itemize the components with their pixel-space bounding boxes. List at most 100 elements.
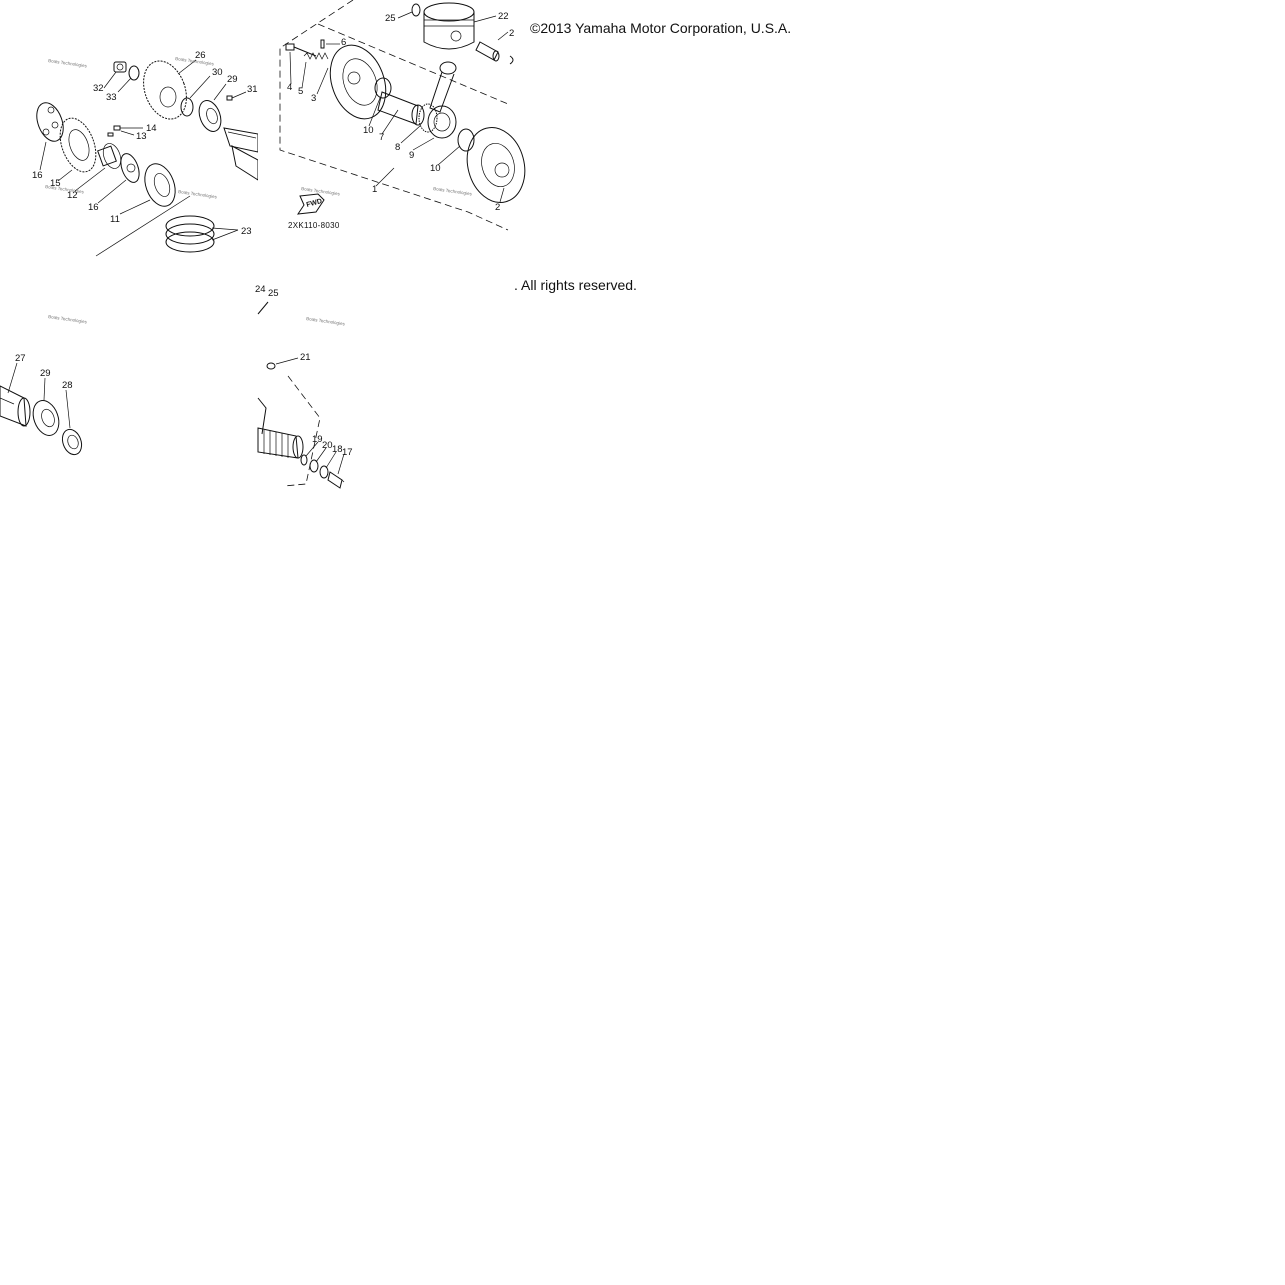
callout-4: 4 xyxy=(287,82,292,93)
part-2-crank-web xyxy=(466,127,526,203)
callout-16: 16 xyxy=(32,170,43,181)
part-8-needle-bearing xyxy=(418,103,438,133)
part-11-bearing xyxy=(144,163,176,207)
part-10-washer xyxy=(374,77,392,99)
part-15-gear xyxy=(59,117,97,173)
copyright-line-2: . All rights reserved. xyxy=(514,277,637,293)
callout-33: 33 xyxy=(106,92,117,103)
part-33-washer xyxy=(128,65,140,81)
watermark: Boats Technologies xyxy=(45,184,85,194)
balancer-shaft-view: Boats Technologies 27 29 28 xyxy=(0,314,88,456)
callout-10: 10 xyxy=(363,125,374,136)
part-23-piston-rings xyxy=(165,215,215,253)
part-piston-pin xyxy=(475,41,500,62)
callout-5: 5 xyxy=(298,86,303,97)
callout-21: 21 xyxy=(300,352,311,363)
watermark: Boats Technologies xyxy=(48,314,88,324)
part-16-plate xyxy=(36,102,64,142)
part-14-pin xyxy=(113,125,121,131)
part-clip xyxy=(509,55,514,65)
callout-17: 17 xyxy=(342,447,353,458)
callout-23: 23 xyxy=(241,226,252,237)
copyright-line-1: ©2013 Yamaha Motor Corporation, U.S.A. xyxy=(530,20,792,36)
part-4-bolt xyxy=(285,43,317,57)
callout-2: 2 xyxy=(495,202,500,213)
diagram-tile-balancer: Boats Technologies Boats Technologies Bo… xyxy=(0,0,259,258)
callout-3: 3 xyxy=(311,93,316,104)
part-18-lock-washer xyxy=(319,465,329,479)
callout-27: 27 xyxy=(15,353,26,364)
part-10-washer xyxy=(457,128,475,152)
part-29-bearing xyxy=(32,400,60,436)
callout-7: 7 xyxy=(379,132,384,143)
diagram-tile-balancer-shaft: Boats Technologies 27 29 28 xyxy=(0,258,258,516)
callout-16: 16 xyxy=(88,202,99,213)
callout-2: 2 xyxy=(509,28,514,39)
part-28-oil-seal xyxy=(61,428,83,456)
callout-22: 22 xyxy=(498,11,509,22)
callout-1: 1 xyxy=(372,184,377,195)
part-31-key xyxy=(226,95,233,101)
part-3-crank-web xyxy=(329,44,387,120)
part-20-washer xyxy=(309,459,319,473)
callout-11: 11 xyxy=(110,214,120,225)
assembly-boundary xyxy=(279,0,509,231)
callout-29: 29 xyxy=(40,368,51,379)
callout-31: 31 xyxy=(247,84,258,95)
part-29-bearing xyxy=(198,100,222,132)
balancer-exploded-view: Boats Technologies Boats Technologies Bo… xyxy=(32,50,259,257)
crankshaft-spline-end xyxy=(257,397,304,459)
callout-14: 14 xyxy=(146,123,157,134)
leader-lines xyxy=(7,362,71,429)
crank-end-view: Boats Technologies 24 25 21 19 xyxy=(255,284,353,489)
leader-lines xyxy=(289,11,509,203)
callout-13: 13 xyxy=(136,131,147,142)
callout-12: 12 xyxy=(67,190,78,201)
part-17-bolt xyxy=(327,471,345,489)
leader-line xyxy=(257,301,269,315)
diagram-tile-crankshaft: Boats Technologies Boats Technologies xyxy=(258,0,526,258)
callout-19: 19 xyxy=(312,434,323,445)
watermark: Boats Technologies xyxy=(48,58,88,68)
leader-lines xyxy=(39,59,247,257)
callout-28: 28 xyxy=(62,380,73,391)
crankshaft-exploded-view: Boats Technologies Boats Technologies xyxy=(279,0,526,231)
callout-9: 9 xyxy=(409,150,414,161)
callout-6: 6 xyxy=(341,37,346,48)
callout-15: 15 xyxy=(50,178,61,189)
part-32-nut xyxy=(113,61,127,73)
callout-26: 26 xyxy=(195,50,206,61)
watermark: Boats Technologies xyxy=(178,189,218,199)
part-13-key xyxy=(107,132,114,137)
fwd-arrow-icon: FWD xyxy=(296,193,325,215)
watermark: Boats Technologies xyxy=(301,186,341,196)
balancer-shaft-end xyxy=(0,385,31,427)
assembly-boundary xyxy=(283,375,321,487)
leader-lines xyxy=(275,357,345,475)
part-21-dowel xyxy=(266,362,276,370)
callout-18: 18 xyxy=(332,444,343,455)
callout-8: 8 xyxy=(395,142,400,153)
diagram-tile-crank-end: Boats Technologies 24 25 21 19 xyxy=(255,258,516,516)
part-6-pin xyxy=(320,39,325,49)
part-16-spacer xyxy=(120,153,140,183)
part-5-spring xyxy=(303,52,329,60)
balancer-shaft xyxy=(223,127,259,181)
part-connecting-rod xyxy=(427,61,457,139)
part-12-hub xyxy=(97,143,122,169)
callout-32: 32 xyxy=(93,83,104,94)
callout-24: 24 xyxy=(255,284,266,295)
callout-30: 30 xyxy=(212,67,223,78)
diagram-part-number: 2XK110-8030 xyxy=(288,221,340,230)
callout-20: 20 xyxy=(322,440,333,451)
watermark: Boats Technologies xyxy=(306,316,346,326)
part-30-washer xyxy=(180,97,194,117)
part-7-crank-pin xyxy=(377,91,425,126)
callout-10: 10 xyxy=(430,163,441,174)
watermark: Boats Technologies xyxy=(433,186,473,196)
part-19-o-ring xyxy=(300,454,308,466)
callout-25: 25 xyxy=(385,13,396,24)
part-25-clip xyxy=(411,3,421,17)
part-26-gear xyxy=(143,60,187,120)
callout-25: 25 xyxy=(268,288,279,299)
